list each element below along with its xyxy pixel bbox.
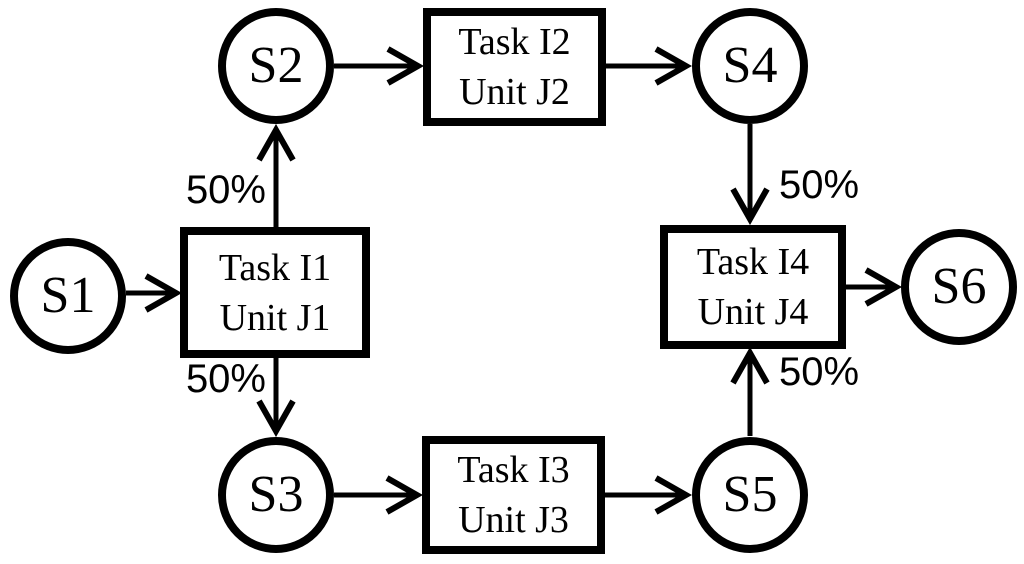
task-node-i3: Task I3 Unit J3 (422, 436, 605, 554)
task-i4-line2: Unit J4 (697, 291, 809, 333)
state-node-s5: S5 (692, 437, 808, 553)
state-label-s4: S4 (722, 37, 778, 94)
state-label-s1: S1 (40, 267, 96, 324)
task-i3-line1: Task I3 (457, 449, 570, 491)
state-node-s4: S4 (692, 8, 808, 124)
state-node-s1: S1 (10, 238, 126, 354)
state-label-s2: S2 (248, 37, 304, 94)
task-node-i2: Task I2 Unit J2 (423, 8, 606, 126)
state-node-s3: S3 (218, 437, 334, 553)
state-label-s5: S5 (722, 466, 778, 523)
state-node-s2: S2 (218, 8, 334, 124)
edge-label-task1-to-s3: 50% (185, 357, 266, 401)
task-node-i4: Task I4 Unit J4 (660, 225, 846, 349)
task-i1-line2: Unit J1 (219, 296, 331, 339)
edge-label-s5-to-task4: 50% (779, 350, 860, 394)
task-i3-line2: Unit J3 (458, 499, 569, 541)
task-i2-line1: Task I2 (458, 21, 571, 63)
task-node-i1: Task I1 Unit J1 (180, 227, 370, 358)
edge-label-s4-to-task4: 50% (779, 163, 860, 207)
task-i2-line2: Unit J2 (459, 71, 570, 113)
task-i4-line1: Task I4 (696, 241, 810, 283)
task-i1-line1: Task I1 (218, 246, 332, 289)
edge-label-task1-to-s2: 50% (185, 168, 266, 212)
state-label-s6: S6 (931, 258, 987, 315)
state-label-s3: S3 (248, 466, 304, 523)
state-node-s6: S6 (901, 229, 1017, 345)
